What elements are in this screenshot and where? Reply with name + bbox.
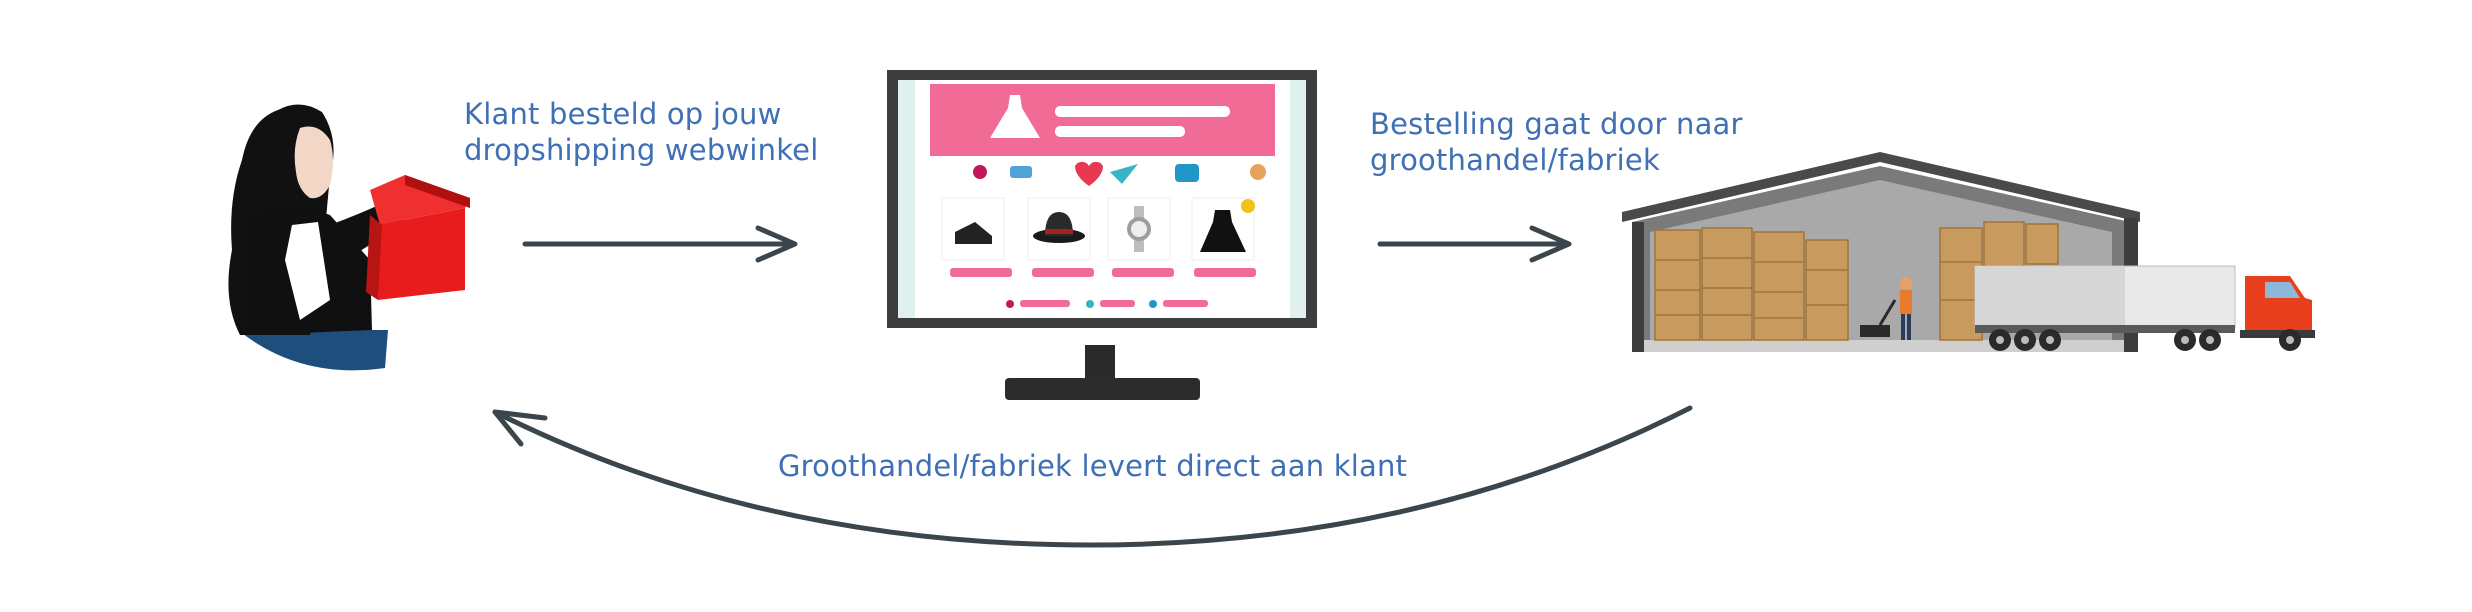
arrow-webshop-to-wholesaler — [1377, 225, 1572, 263]
label-customer-orders-line1: Klant besteld op jouw — [464, 97, 782, 131]
label-wholesaler-delivers: Groothandel/fabriek levert direct aan kl… — [778, 448, 1407, 484]
warehouse-with-truck-icon — [1622, 152, 2315, 352]
arrow-customer-to-webshop — [522, 225, 798, 263]
label-wholesaler-delivers-text: Groothandel/fabriek levert direct aan kl… — [778, 449, 1408, 483]
label-customer-orders-line2: dropshipping webwinkel — [464, 133, 819, 167]
label-order-to-wholesaler-line1: Bestelling gaat door naar — [1370, 107, 1743, 141]
arrow-wholesaler-to-customer — [492, 405, 1693, 548]
label-order-to-wholesaler-line2: groothandel/fabriek — [1370, 143, 1660, 177]
label-order-to-wholesaler: Bestelling gaat door naar groothandel/fa… — [1370, 106, 1743, 178]
computer-monitor-webshop-icon — [887, 70, 1317, 400]
label-customer-orders: Klant besteld op jouw dropshipping webwi… — [464, 96, 818, 168]
woman-opening-gift-box-icon — [228, 104, 470, 371]
